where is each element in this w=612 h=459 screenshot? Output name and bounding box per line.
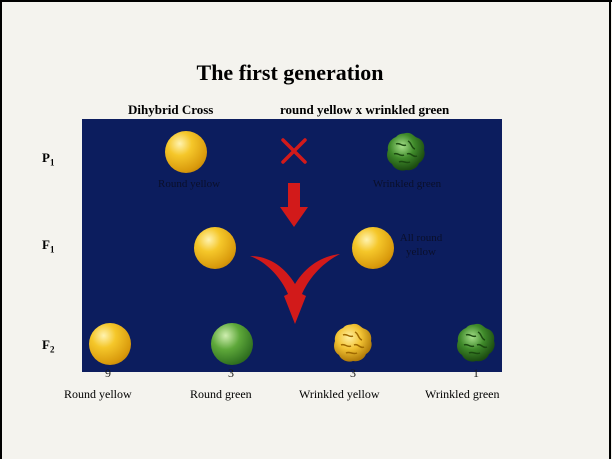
p1-wrinkled-green-label: Wrinkled green	[352, 178, 462, 190]
slide-title: The first generation	[0, 60, 580, 86]
p1-round-yellow-pea	[165, 131, 207, 173]
down-arrow-icon	[280, 183, 308, 227]
f1-round-yellow-pea-left	[194, 227, 236, 269]
f1-round-yellow-pea-right	[352, 227, 394, 269]
f2-count-wrinkled-yellow: 3	[350, 366, 356, 381]
f2-caption-round-yellow: Round yellow	[64, 387, 132, 402]
f2-round-green-pea	[211, 323, 253, 365]
converging-arrow-icon	[250, 252, 340, 324]
f2-caption-round-green: Round green	[190, 387, 252, 402]
p1-wrinkled-green-pea	[384, 130, 428, 174]
f2-caption-wrinkled-yellow: Wrinkled yellow	[299, 387, 380, 402]
f1-all-round-yellow-label: All round yellow	[390, 231, 452, 259]
f2-round-yellow-pea	[89, 323, 131, 365]
f2-count-round-green: 3	[228, 366, 234, 381]
f2-wrinkled-green-pea	[454, 321, 498, 365]
slide-border-right	[609, 0, 611, 459]
subtitle-cross-description: round yellow x wrinkled green	[280, 102, 449, 118]
slide-border-top	[0, 0, 612, 2]
f2-count-wrinkled-green: 1	[473, 366, 479, 381]
generation-label-f2: F2	[42, 337, 54, 355]
cross-x-icon	[280, 137, 308, 165]
generation-label-f1: F1	[42, 237, 54, 255]
p1-round-yellow-label: Round yellow	[134, 178, 244, 190]
subtitle-dihybrid-cross: Dihybrid Cross	[128, 102, 213, 118]
f2-wrinkled-yellow-pea	[331, 321, 375, 365]
f2-count-round-yellow: 9	[105, 366, 111, 381]
generation-label-p1: P1	[42, 150, 54, 168]
f2-caption-wrinkled-green: Wrinkled green	[425, 387, 499, 402]
